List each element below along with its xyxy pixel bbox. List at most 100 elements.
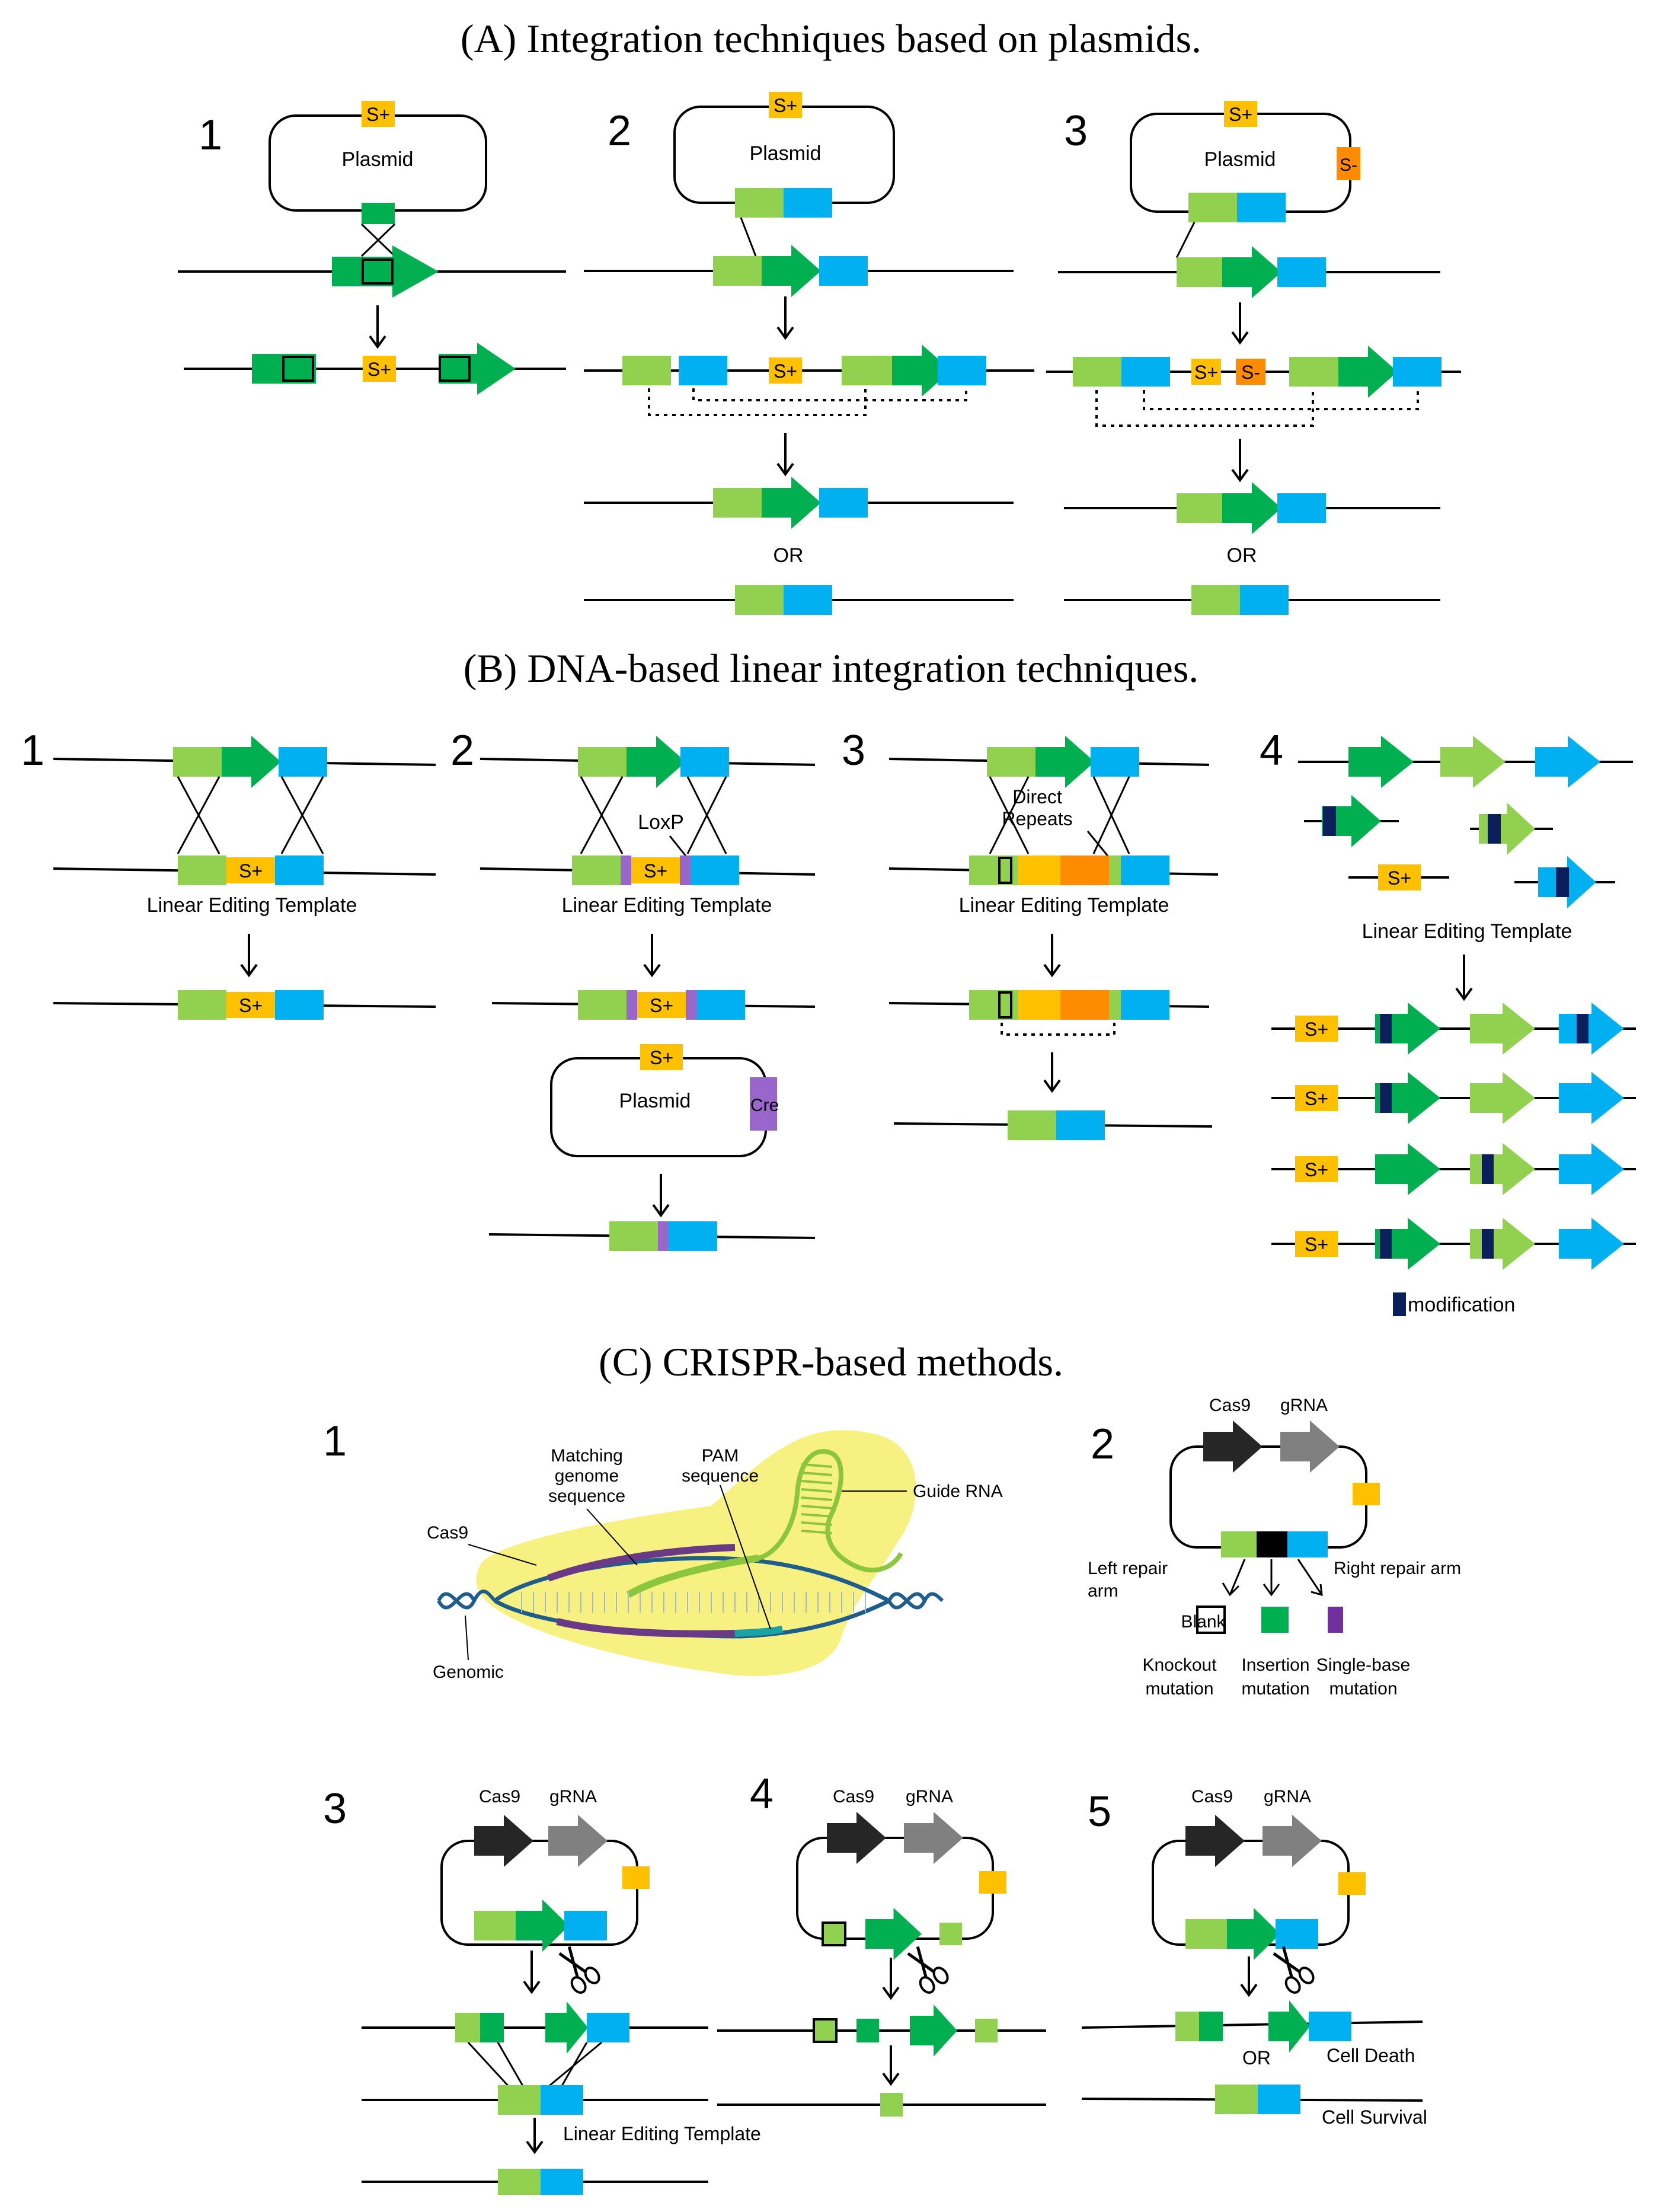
b4-fragment-1-arrow	[1322, 795, 1381, 847]
b4-legend-modification-label: modification	[1408, 1294, 1515, 1316]
a3-result1-target-arrow	[1222, 482, 1281, 534]
b4-fragment-2-modification	[1488, 814, 1501, 844]
c5-right-arm	[1276, 1919, 1318, 1949]
c1-hairpin-base-pair	[801, 1472, 833, 1476]
b2-left-crossover	[580, 776, 624, 854]
c1-guide-rna-label: Guide RNA	[913, 1482, 1003, 1501]
c1-hairpin-base-pair	[801, 1463, 833, 1468]
c3-genome-left-cut	[480, 2013, 504, 2042]
section-c-title: (C) CRISPR-based methods.	[599, 1339, 1063, 1384]
c2-arrow-single-base	[1297, 1559, 1323, 1597]
c1-dna-helix-left	[437, 1589, 497, 1610]
a3-plasmid-label: Plasmid	[1204, 148, 1276, 171]
a2-selection-marker	[769, 92, 802, 118]
b1-left-crossover	[177, 776, 220, 854]
c2-right-repair-arm-label: Right repair arm	[1334, 1559, 1461, 1578]
c2-arrow-insertion	[1263, 1559, 1280, 1597]
c1-hairpin-base-pair	[801, 1521, 833, 1526]
b1-template-right-arm	[275, 856, 324, 885]
panel-b3-number: 3	[842, 727, 865, 774]
a2-int-selection-marker-label: S+	[774, 360, 797, 382]
a3-genome-right-arm	[1277, 257, 1326, 287]
c4-result-scar	[880, 2093, 903, 2117]
c5-left-arm	[1185, 1919, 1228, 1949]
b1-template-selection-marker	[226, 857, 275, 883]
c4-genome-left-homology-box	[813, 2018, 838, 2043]
c4-down-arrow-head	[882, 1986, 900, 2000]
b3-genome-left-arm	[987, 747, 1035, 777]
b2-down-arrow-2-head	[652, 1204, 670, 1218]
b2-final-loxp-scar	[658, 1221, 669, 1251]
c1-complementary-strand	[556, 1618, 736, 1638]
c5-grna-label: gRNA	[1264, 1787, 1311, 1806]
a2-genome-target-arrow	[762, 245, 821, 297]
a1-result-left-box	[282, 356, 314, 382]
a2-down-arrow-2-head	[776, 462, 794, 477]
a3-int-target-arrow	[1338, 346, 1398, 398]
c5-cell-death-label: Cell Death	[1327, 2045, 1415, 2066]
b2-cre-gene	[750, 1077, 777, 1131]
a3-right-arm	[1237, 193, 1286, 222]
c1-hairpin-base-pair	[801, 1480, 833, 1485]
a1-down-arrow-head	[369, 335, 386, 349]
panel-c2-number: 2	[1091, 1421, 1114, 1468]
c2-cas9-gene-arrow	[1203, 1421, 1263, 1473]
b4-result-gene-2-4	[1470, 1218, 1535, 1270]
b1-result-selection-marker-label: S+	[239, 995, 263, 1016]
a2-result1-target-arrow	[762, 477, 821, 529]
b1-template-selection-marker-label: S+	[239, 860, 263, 882]
panel-a3-number: 3	[1064, 107, 1088, 155]
b2-template-label: Linear Editing Template	[562, 894, 772, 917]
b4-result-modification	[1482, 1154, 1494, 1184]
c3-cas9-gene-arrow	[474, 1815, 533, 1867]
b3-direct-repeats-label: Direct	[1012, 786, 1062, 807]
c4-genome-left-cut	[856, 2019, 879, 2042]
b2-right-crossover	[686, 776, 727, 854]
b4-result-selection-marker-2-label: S+	[1305, 1088, 1328, 1109]
c1-matching-genome-label: sequence	[548, 1486, 625, 1506]
b2-template-selection-marker-label: S+	[644, 860, 667, 882]
a2-genome-right-arm	[819, 256, 868, 286]
c5-genome-right-cut-arrow	[1268, 2000, 1310, 2053]
c5-scissors-icon	[1273, 1946, 1315, 1994]
c2-insertion-label: Insertion	[1241, 1655, 1309, 1675]
b3-result-left-arm	[969, 990, 1018, 1020]
b4-result-selection-marker-4-label: S+	[1305, 1234, 1328, 1255]
b2-result-left-arm	[578, 990, 627, 1020]
c3-genome-right-arm	[587, 2013, 629, 2042]
a2-selection-marker-label: S+	[774, 95, 797, 116]
c1-dna-helix-right	[887, 1592, 926, 1610]
c1-matching-genome-label: Matching	[551, 1446, 623, 1466]
c1-hairpin-base-pair	[801, 1488, 833, 1493]
b4-result-modification	[1482, 1229, 1494, 1259]
c3-left-arm	[474, 1911, 517, 1940]
c4-right-homology-segment	[939, 1923, 962, 1945]
b4-down-arrow-head	[1455, 987, 1473, 1001]
c2-arrow-knockout	[1222, 1559, 1246, 1597]
panel-b1-number: 1	[21, 727, 44, 774]
b4-fragment-3-selection-marker	[1378, 864, 1421, 890]
c1-hairpin-base-pair	[801, 1496, 833, 1501]
c4-grna-gene-arrow	[904, 1812, 963, 1864]
c1-pam-sequence-label: PAM	[702, 1446, 739, 1466]
a2-int-left-arm-2	[842, 356, 892, 385]
c2-knockout-label: mutation	[1145, 1679, 1213, 1699]
b3-dotted-repeat-excision	[1001, 1023, 1116, 1036]
b1-result-right-arm	[275, 990, 324, 1020]
b3-direct-repeats-pointer	[1086, 831, 1110, 857]
c3-target-arrow	[516, 1900, 569, 1952]
b3-template-left-arm	[969, 856, 1018, 885]
a1-result-selection-marker-label: S+	[367, 359, 391, 380]
panel-c5-number: 5	[1088, 1788, 1111, 1836]
panel-b2-number: 2	[450, 727, 474, 774]
b4-result-gene-2-2	[1470, 1072, 1535, 1124]
c4-scissors-icon	[907, 1946, 949, 1994]
c2-single-base-label: mutation	[1329, 1679, 1397, 1699]
c5-genome-left-cut	[1199, 2012, 1223, 2041]
b3-result-counter-marker	[1060, 990, 1109, 1020]
b2-genome-target-arrow	[627, 736, 686, 788]
c1-matching-genome-label: genome	[555, 1466, 619, 1486]
b2-plasmid-selection-marker	[640, 1044, 683, 1070]
a3-int-selection-marker-positive-label: S+	[1194, 362, 1218, 383]
c2-single-base-label: Single-base	[1316, 1655, 1410, 1675]
